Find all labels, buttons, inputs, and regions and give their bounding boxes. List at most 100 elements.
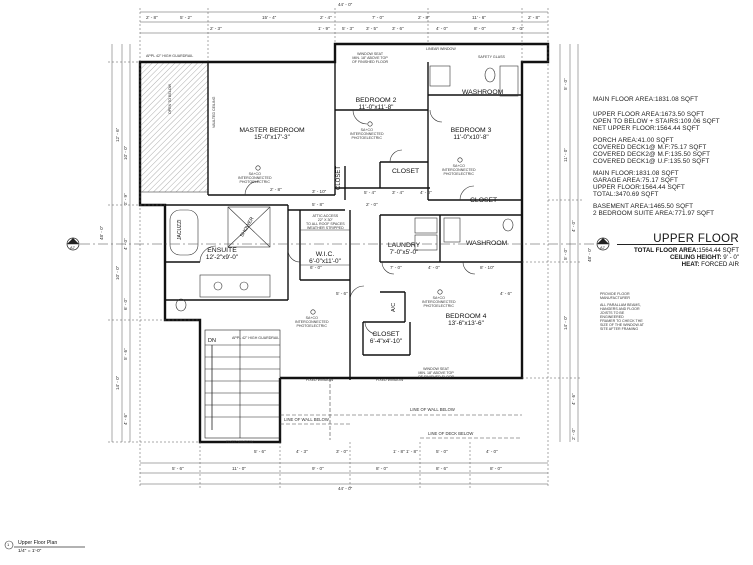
interior-dim: 5' - 8" [312, 202, 324, 207]
bottom-dim: 5' - 6" [172, 466, 184, 471]
area-line: COVERED DECK1@ M.F:75.17 SQFT [593, 144, 707, 151]
overall-width-top: 44' - 0" [338, 2, 353, 7]
title-rule [617, 244, 733, 245]
room-bedroom-4: BEDROOM 4 13'-6"x13'-6" [430, 313, 502, 327]
note-fixed-window-3: FIXED WINDOW [226, 440, 254, 444]
area-line: MAIN FLOOR AREA:1831.08 SQFT [593, 96, 699, 103]
note-linear-window: LINEAR WINDOW [426, 47, 456, 51]
interior-dim: 5' - 6" [336, 291, 348, 296]
note-open-to-below: OPEN TO BELOW [168, 83, 172, 114]
interior-dim: 8' - 10" [480, 265, 495, 270]
room-size: 11'-0"x10'-8" [453, 133, 489, 141]
door-swings [199, 109, 476, 335]
note-smoke-bed3: SA+CO INTERCONNECTED PHOTOELECTRIC [442, 164, 476, 177]
note-engineering-3: FRAMER TO CHECK THE SIZE OF THE WINDOW A… [600, 319, 644, 332]
total-floor-area-label: TOTAL FLOOR AREA: [634, 247, 699, 254]
total-floor-area-value: 1564.44 SQFT [698, 247, 739, 254]
interior-dim: 4' - 0" [420, 190, 432, 195]
area-line: BASEMENT AREA:1465.50 SQFT [593, 203, 694, 210]
bottom-dim: 4' - 3" [296, 449, 308, 454]
heat-value: FORCED AIR [701, 261, 739, 268]
room-size: 12'-2"x9'-0" [205, 253, 239, 261]
left-dim: 5' - 6" [123, 348, 128, 360]
bottom-dim: 5' - 6" [254, 449, 266, 454]
room-closet-bedroom-3: CLOSET [470, 197, 498, 204]
jacuzzi-label: JACUZZI [177, 219, 183, 240]
room-washroom-top: WASHROOM [462, 89, 504, 96]
interior-dim: 2' - 8" [270, 187, 282, 192]
open-to-below-hatch [139, 61, 209, 193]
caption-number-bubble [4, 540, 14, 550]
note-vaulted-ceiling: VAULTED CEILING [212, 96, 216, 128]
left-dim: 10' - 0" [115, 265, 120, 280]
fixture-lines [169, 65, 519, 312]
interior-dim: 3' - 4" [392, 190, 404, 195]
ac-label: A/C [391, 302, 397, 312]
left-dim: 4' - 6" [123, 413, 128, 425]
section-marker-right-label: A7 [600, 245, 605, 250]
note-safety-glass: SAFETY GLASS [478, 55, 505, 59]
bottom-dim: 8' - 0" [490, 466, 502, 471]
overall-depth-left: 48' - 0" [99, 225, 104, 240]
room-name: LAUNDRY [387, 242, 421, 249]
room-size: 6'-0"x11'-0" [309, 257, 341, 265]
bottom-dim: 1' - 8" [393, 449, 405, 454]
room-master-bedroom: MASTER BEDROOM 15'-0"x17'-3" [232, 127, 312, 141]
interior-dim: 3' - 10" [312, 189, 327, 194]
interior-dim: 2' - 0" [366, 202, 378, 207]
bottom-dim: 4' - 0" [486, 449, 498, 454]
section-line [66, 237, 610, 251]
room-name: W.I.C. [315, 251, 335, 258]
room-size: 11'-0"x11'-8" [358, 103, 394, 111]
bottom-dim: 8' - 0" [376, 466, 388, 471]
left-dim: 6' - 0" [123, 298, 128, 310]
note-smoke-bed4: SA+CO INTERCONNECTED PHOTOELECTRIC [422, 296, 456, 309]
bottom-dim: 11' - 0" [232, 466, 246, 471]
note-line-wall-below-2: LINE OF WALL BELOW [284, 417, 329, 422]
note-window-seat: WINDOW SEAT MIN. 18" ABOVE TOP OF FINISH… [418, 367, 455, 380]
room-name: BEDROOM 4 [445, 313, 487, 320]
room-size: 15'-0"x17'-3" [254, 133, 290, 141]
bottom-dim: 1' - 8" [406, 449, 418, 454]
room-bedroom-2: BEDROOM 2 11'-0"x11'-8" [345, 97, 407, 111]
top-dim: 2' - 3" [210, 26, 222, 31]
bottom-dim: 3' - 0" [336, 449, 348, 454]
heat-label: HEAT: [681, 261, 700, 268]
right-dim: 4' - 6" [571, 393, 576, 405]
dimension-lines [108, 8, 582, 488]
top-dim: 8' - 0" [474, 26, 486, 31]
room-washroom-mid: WASHROOM [466, 240, 508, 247]
right-dim: 14' - 0" [563, 315, 568, 330]
note-attic-access: ATTIC ACCESS 22" X 30" TO ALL ROOF SPACE… [306, 214, 345, 231]
room-bedroom-3: BEDROOM 3 11'-0"x10'-8" [440, 127, 502, 141]
top-dim: 4' - 0" [436, 26, 448, 31]
right-dim: 2' - 0" [571, 428, 576, 440]
right-dim: 11' - 0" [563, 148, 568, 162]
room-name: BEDROOM 3 [450, 127, 492, 134]
top-dim: 2' - 4" [320, 15, 332, 20]
area-line: 2 BEDROOM SUITE AREA:771.97 SQFT [593, 210, 715, 217]
top-dim: 3' - 0" [512, 26, 524, 31]
top-dim: 11' - 6" [472, 15, 486, 20]
bottom-dim: 5' - 0" [436, 449, 448, 454]
note-smoke-master: SA+CO INTERCONNECTED PHOTOELECTRIC [238, 172, 272, 185]
area-line: COVERED DECK2@ M.F:135.50 SQFT [593, 151, 711, 158]
total-floor-area: TOTAL FLOOR AREA:1564.44 SQFT [634, 247, 739, 254]
area-line: PORCH AREA:41.00 SQFT [593, 137, 674, 144]
note-fixed-window-1: FIXED WINDOW [306, 378, 334, 382]
note-guardrail-top: APPL 42" HIGH GUARDRAIL [146, 54, 194, 58]
note-engineering-1: PROVIDE FLOOR MANUFACTURER [600, 292, 630, 301]
smoke-detector-symbols [255, 121, 463, 315]
interior-dim: 4' - 6" [500, 291, 512, 296]
left-dim: 14' - 0" [115, 375, 120, 390]
right-dim: 4' - 0" [571, 220, 576, 232]
room-closet-hall: CLOSET [336, 165, 342, 190]
overall-depth-right: 48' - 0" [587, 247, 592, 262]
bottom-dim: 8' - 6" [436, 466, 448, 471]
area-line: OPEN TO BELOW + STAIRS:109.06 SQFT [593, 118, 720, 125]
room-closet-bedroom-4: CLOSET 6'-4"x4'-10" [364, 331, 408, 345]
left-dim: 2' - 9" [123, 193, 128, 205]
ceiling-height-label: CEILING HEIGHT: [669, 254, 722, 261]
interior-dim: 5' - 4" [364, 190, 376, 195]
